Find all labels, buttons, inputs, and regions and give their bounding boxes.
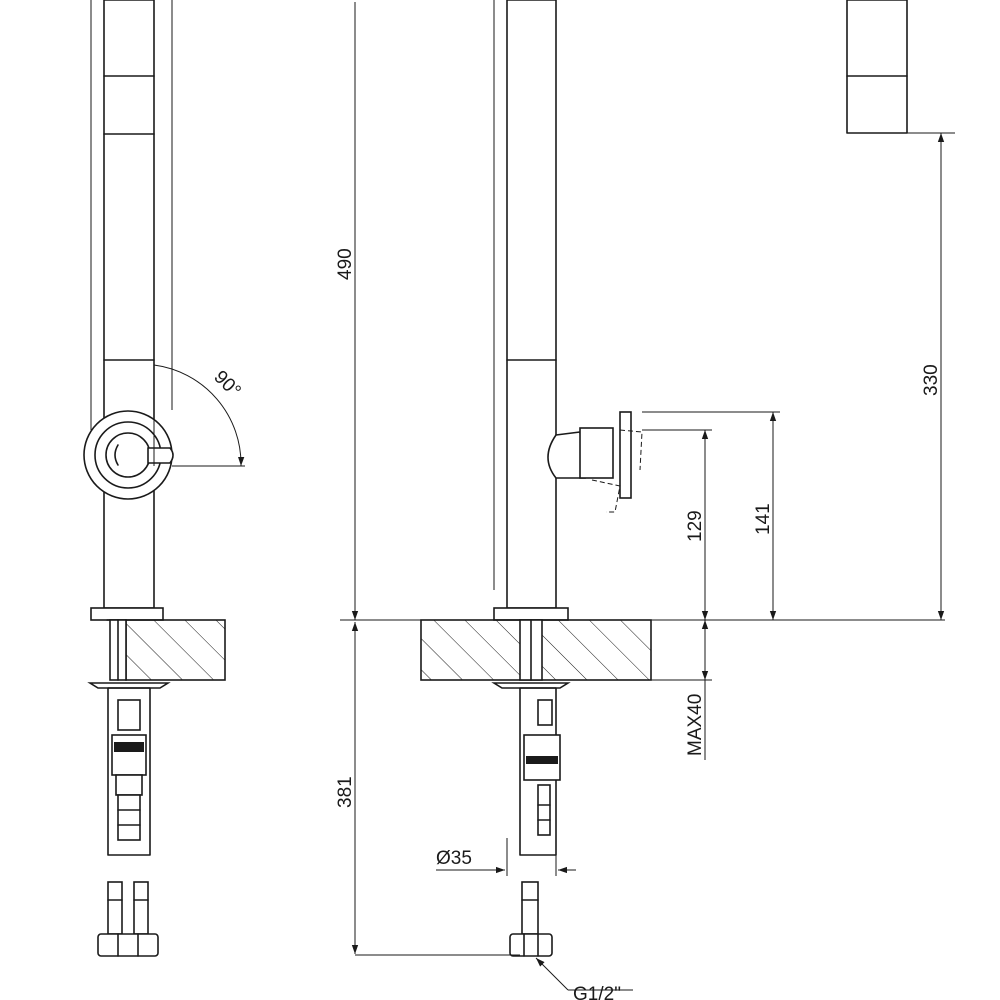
side-view: [420, 0, 652, 957]
dim-129: 129: [685, 510, 706, 542]
front-bottom-connectors: [97, 881, 159, 957]
front-counter-section: [125, 619, 226, 681]
front-base-plate: [90, 607, 164, 621]
dim-330: 330: [921, 364, 942, 396]
dim-max40: MAX40: [685, 694, 706, 756]
front-lower-plate: [87, 682, 171, 689]
side-column: [506, 0, 557, 609]
side-bottom-connector: [509, 881, 553, 957]
dim-141: 141: [753, 503, 774, 535]
side-supply-hoses: [519, 687, 561, 856]
dim-diameter: Ø35: [436, 848, 472, 869]
dim-490: 490: [335, 248, 356, 280]
dim-381: 381: [335, 776, 356, 808]
front-view: 90°: [83, 0, 245, 957]
front-handle: [83, 410, 174, 500]
thread-label: G1/2": [573, 984, 621, 1000]
front-column: [103, 0, 155, 609]
right-view: [846, 0, 908, 134]
front-supply-hoses: [107, 687, 151, 856]
side-handle: [547, 411, 643, 513]
dimension-lines: 490 381 330 141 129 MAX40 Ø35 G1/2": [335, 2, 955, 1000]
